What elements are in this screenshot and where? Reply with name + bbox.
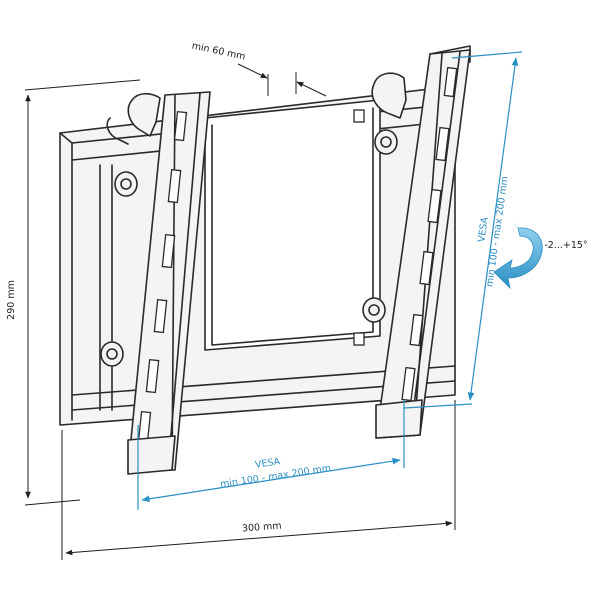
dimension-top-gap: min 60 mm [191, 41, 327, 97]
height-label: 290 mm [6, 280, 17, 320]
left-lower-knob [100, 341, 124, 367]
top-gap-label: min 60 mm [191, 41, 247, 63]
right-upper-knob [374, 129, 398, 155]
tilt-arrow-icon [493, 227, 543, 290]
right-tv-arm [362, 45, 471, 439]
vesa-vertical-title: VESA [476, 216, 490, 243]
plate-hole-top [353, 109, 365, 123]
left-upper-knob [114, 171, 138, 197]
plate-hole-bottom [353, 332, 365, 346]
dimension-width: 300 mm [61, 400, 456, 560]
tilt-arrow: -2...+15° [493, 222, 588, 290]
right-lower-knob [362, 297, 386, 323]
width-label: 300 mm [242, 521, 282, 535]
vesa-horizontal-title: VESA [254, 456, 281, 471]
dimension-height: 290 mm [6, 79, 141, 506]
tilt-label: -2...+15° [544, 240, 587, 251]
